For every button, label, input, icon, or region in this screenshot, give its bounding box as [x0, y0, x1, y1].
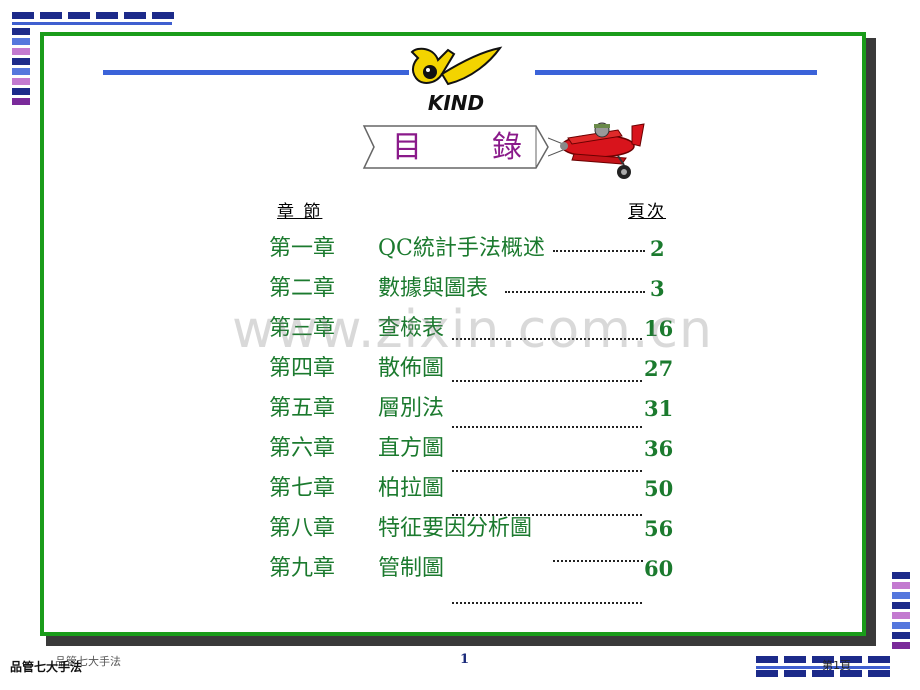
kind-logo: KIND — [410, 46, 503, 115]
toc-chapter: 第一章 — [269, 236, 336, 261]
toc-leader-dots — [505, 291, 645, 293]
toc-chapter: 第五章 — [269, 396, 336, 421]
toc-chapter: 第四章 — [269, 356, 336, 381]
toc-title: 查檢表 — [378, 316, 445, 341]
toc-row-2[interactable]: 第二章 數據與圖表 3 — [0, 274, 920, 310]
toc-title: QC統計手法概述 — [378, 236, 545, 261]
toc-title: 特征要因分析圖 — [378, 516, 533, 541]
toc-row-9[interactable]: 第九章 管制圖 60 — [0, 554, 920, 604]
toc-page: 16 — [644, 316, 674, 341]
toc-row-6[interactable]: 第六章 直方圖 36 — [0, 434, 920, 472]
airplane-icon — [548, 122, 645, 179]
toc-page: 50 — [644, 476, 674, 501]
toc-chapter: 第七章 — [269, 476, 336, 501]
svg-text:KIND: KIND — [428, 91, 484, 115]
toc-title: 層別法 — [378, 396, 445, 421]
title-banner — [362, 125, 549, 169]
toc-page: 2 — [650, 236, 665, 261]
toc-chapter: 第三章 — [269, 316, 336, 341]
toc-row-7[interactable]: 第七章 柏拉圖 50 — [0, 474, 920, 516]
toc-leader-dots — [553, 250, 645, 252]
toc-chapter: 第六章 — [269, 436, 336, 461]
page-column-header: 頁次 — [628, 202, 666, 222]
footer-title: 品管七大手法 — [10, 660, 83, 674]
chapter-column-header: 章 節 — [277, 202, 323, 222]
title-char-1: 目 — [392, 130, 422, 165]
toc-chapter: 第二章 — [269, 276, 336, 301]
toc-leader-dots — [452, 380, 642, 382]
title-char-2: 錄 — [492, 130, 522, 165]
toc-page: 27 — [644, 356, 674, 381]
toc-page: 60 — [644, 556, 674, 581]
toc-leader-dots — [452, 338, 642, 340]
footer-title-shadow: 品管七大手法 — [55, 655, 121, 668]
toc-row-1[interactable]: 第一章 QC統計手法概述 2 — [0, 234, 920, 270]
toc-leader-dots — [452, 602, 642, 604]
toc-leader-dots — [452, 426, 642, 428]
toc-page: 56 — [644, 516, 674, 541]
slide-number: 1 — [460, 652, 470, 667]
toc-row-4[interactable]: 第四章 散佈圖 27 — [0, 354, 920, 390]
toc-title: 散佈圖 — [378, 356, 445, 381]
toc-title: 數據與圖表 — [378, 276, 489, 301]
toc-title: 管制圖 — [378, 556, 445, 581]
toc-leader-dots — [452, 514, 642, 516]
header-line-left — [103, 70, 409, 75]
watermark: www.zixin.com.cn — [232, 300, 713, 360]
toc-row-3[interactable]: 第三章 查檢表 16 — [0, 314, 920, 350]
page-title: 目 錄 — [392, 131, 522, 165]
toc-chapter: 第八章 — [269, 516, 336, 541]
toc-page: 36 — [644, 436, 674, 461]
toc-leader-dots — [553, 560, 643, 562]
toc-title: 直方圖 — [378, 436, 445, 461]
footer-page-label: 第1頁 — [822, 659, 851, 672]
toc-chapter: 第九章 — [269, 556, 336, 581]
toc-leader-dots — [452, 470, 642, 472]
toc-row-8[interactable]: 第八章 特征要因分析圖 56 — [0, 514, 920, 562]
toc-row-5[interactable]: 第五章 層別法 31 — [0, 394, 920, 430]
header-line-right — [535, 70, 817, 75]
toc-page: 3 — [650, 276, 665, 301]
toc-title: 柏拉圖 — [378, 476, 445, 501]
toc-page: 31 — [644, 396, 674, 421]
